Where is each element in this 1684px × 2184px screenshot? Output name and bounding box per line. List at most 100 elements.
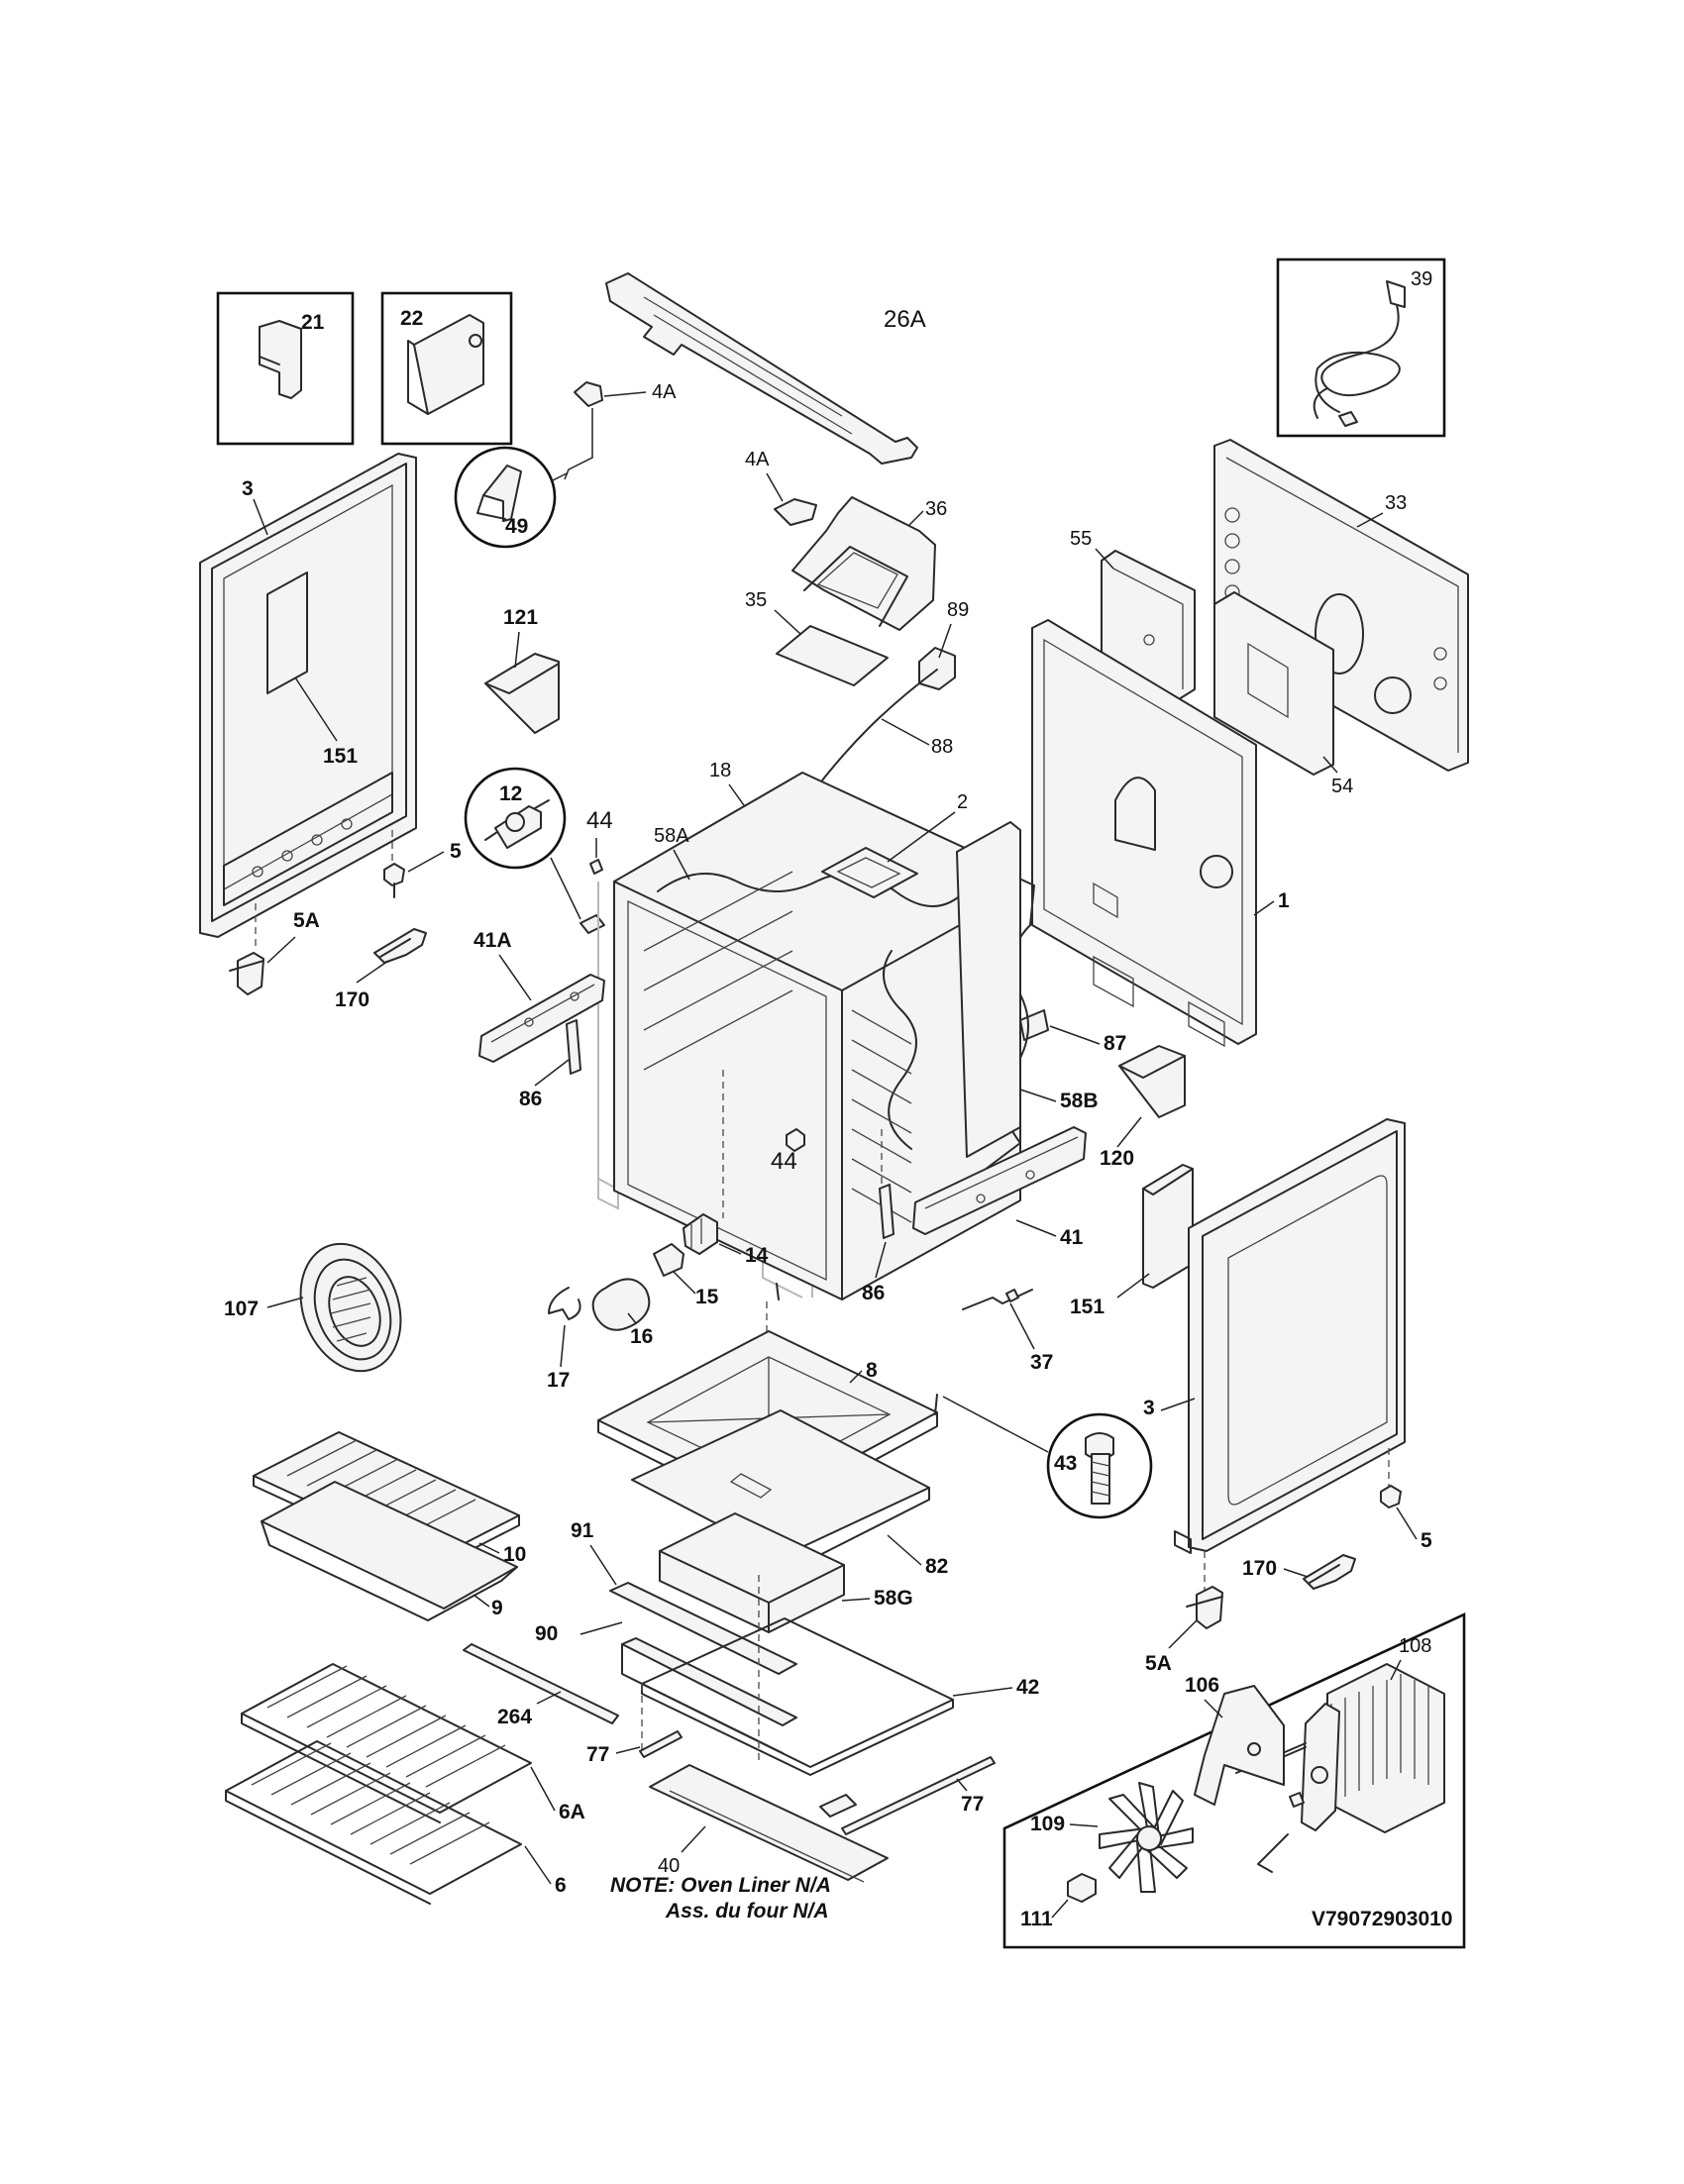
label-5-right: 5 — [1421, 1529, 1432, 1552]
label-14: 14 — [745, 1244, 769, 1267]
label-36: 36 — [925, 498, 947, 520]
label-106: 106 — [1185, 1674, 1219, 1697]
note-line-2: Ass. du four N/A — [665, 1900, 829, 1923]
label-86-right: 86 — [862, 1282, 885, 1304]
label-111: 111 — [1020, 1908, 1053, 1930]
label-77-right: 77 — [961, 1793, 984, 1816]
part-5A-right-hinge: 5A — [1145, 1551, 1223, 1675]
part-4A-mid: 4A — [745, 449, 817, 526]
label-6: 6 — [555, 1874, 567, 1897]
label-58G: 58G — [874, 1587, 913, 1610]
label-9: 9 — [491, 1597, 503, 1619]
label-1: 1 — [1278, 889, 1290, 912]
inset-part-39: 39 — [1276, 258, 1446, 438]
label-39: 39 — [1411, 268, 1432, 290]
label-3-left: 3 — [242, 477, 254, 500]
part-5-left-screw: 5 — [383, 830, 462, 898]
label-6A: 6A — [559, 1801, 585, 1823]
note-block: NOTE: Oven Liner N/A Ass. du four N/A — [610, 1874, 831, 1923]
note-line-1: NOTE: Oven Liner N/A — [610, 1874, 831, 1897]
part-15-bulb: 15 — [653, 1243, 719, 1308]
label-44-top: 44 — [586, 807, 613, 834]
part-42-frame: 42 — [641, 1575, 1039, 1776]
part-151-right-bracket: 151 — [1070, 1164, 1194, 1318]
label-43: 43 — [1054, 1452, 1077, 1475]
part-121-bracket: 121 — [484, 606, 560, 734]
label-12: 12 — [499, 782, 522, 805]
inset-part-22: 22 — [380, 291, 513, 446]
label-17: 17 — [547, 1369, 570, 1392]
label-88: 88 — [931, 736, 953, 758]
part-120-bracket: 120 — [1100, 1045, 1186, 1170]
part-17-clip: 17 — [547, 1287, 581, 1392]
part-26A-bracket: 26A — [605, 272, 926, 465]
label-22: 22 — [400, 307, 423, 330]
label-108: 108 — [1399, 1635, 1431, 1657]
part-170-right-clip: 170 — [1242, 1554, 1356, 1590]
part-86-left: 86 — [519, 1019, 581, 1110]
part-35-plate: 35 — [745, 589, 889, 686]
part-87: 87 — [1019, 1009, 1126, 1055]
label-55: 55 — [1070, 528, 1092, 550]
part-3-left-side-panel: 3 151 — [199, 453, 417, 938]
label-33: 33 — [1385, 492, 1407, 514]
label-35: 35 — [745, 589, 767, 611]
label-8: 8 — [866, 1359, 878, 1382]
part-14-socket: 14 — [683, 1213, 769, 1267]
label-41A: 41A — [474, 929, 512, 952]
inset-part-49: 49 — [454, 446, 568, 549]
label-41: 41 — [1060, 1226, 1084, 1249]
label-42: 42 — [1016, 1676, 1039, 1699]
label-151-right: 151 — [1070, 1296, 1105, 1318]
diagram-code: V79072903010 — [1312, 1908, 1452, 1930]
inset-part-12: 12 — [464, 767, 581, 920]
label-21: 21 — [301, 311, 325, 334]
label-58A: 58A — [654, 825, 689, 847]
part-58G-insulation: 58G — [659, 1512, 913, 1633]
part-9-broil-pan: 9 — [261, 1481, 518, 1621]
part-16-lens: 16 — [591, 1278, 653, 1348]
label-37: 37 — [1030, 1351, 1053, 1374]
label-44-mid: 44 — [771, 1148, 797, 1175]
label-91: 91 — [571, 1519, 594, 1542]
label-170-right: 170 — [1242, 1557, 1277, 1580]
part-oven-cavity-58A: 58A 2 58B — [597, 772, 1099, 1300]
label-49: 49 — [505, 515, 528, 538]
inset-part-43: 43 — [934, 1394, 1153, 1519]
inset-convection-fan-assembly: 108 106 109 111 — [1002, 1612, 1466, 1949]
label-77-left: 77 — [586, 1743, 609, 1766]
label-120: 120 — [1100, 1147, 1134, 1170]
part-36-duct: 36 — [791, 496, 947, 631]
label-121: 121 — [503, 606, 538, 629]
part-107-fan-cover: 107 — [224, 1242, 402, 1373]
label-107: 107 — [224, 1298, 259, 1320]
part-6-oven-rack: 6 — [225, 1740, 567, 1905]
part-5A-left-hinge: 5A — [229, 903, 320, 995]
label-58B: 58B — [1060, 1090, 1099, 1112]
part-37-wire: 37 — [962, 1289, 1053, 1374]
part-3-right-side-panel: 3 — [1143, 1118, 1406, 1554]
part-41A-rail: 41A — [474, 929, 605, 1063]
label-170-left: 170 — [335, 988, 369, 1011]
label-18: 18 — [709, 760, 731, 781]
part-4A-top: 4A — [564, 381, 677, 480]
label-5A-right: 5A — [1145, 1652, 1172, 1675]
label-109: 109 — [1030, 1813, 1065, 1835]
part-40-drawer-bottom: 40 — [649, 1764, 889, 1883]
label-89: 89 — [947, 599, 969, 621]
label-26A: 26A — [884, 306, 926, 333]
part-44-top: 44 — [579, 807, 613, 934]
part-10-broil-grid: 10 — [253, 1431, 526, 1570]
part-170-left-clip: 170 — [335, 928, 427, 1011]
label-40: 40 — [658, 1855, 680, 1877]
label-264: 264 — [497, 1706, 532, 1728]
inset-part-21: 21 — [216, 291, 355, 446]
part-54-panel: 54 — [1213, 591, 1353, 797]
label-10: 10 — [503, 1543, 526, 1566]
part-77-right-slide: 77 — [841, 1756, 996, 1835]
label-4A-mid: 4A — [745, 449, 770, 470]
label-87: 87 — [1104, 1032, 1126, 1055]
part-44-mid: 44 — [771, 1128, 805, 1175]
label-15: 15 — [695, 1286, 719, 1308]
